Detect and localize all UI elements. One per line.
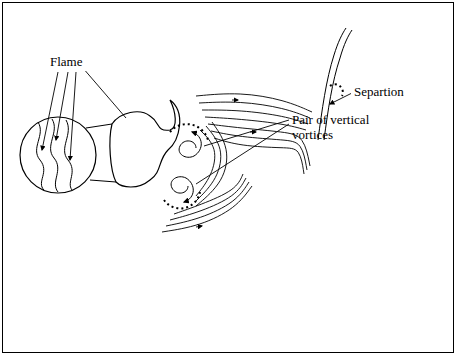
leader-line [204, 120, 289, 146]
leader-line [86, 71, 127, 118]
streamline [196, 130, 215, 196]
flame-shape [110, 100, 180, 187]
label-text: Separtion [354, 84, 404, 99]
inset-connector [86, 124, 116, 182]
flame-front-lines [37, 119, 73, 192]
leader-line [70, 72, 76, 160]
streamlines [162, 94, 312, 232]
streamline [196, 94, 312, 112]
leader-line [196, 124, 289, 184]
streamline [174, 174, 243, 214]
label-text: Flame [50, 54, 83, 69]
label-text: Pair of vertical vortices [292, 112, 402, 142]
leader-line [42, 72, 58, 150]
vortex-pair [164, 84, 343, 208]
streamline [205, 117, 306, 130]
frame-border [3, 3, 454, 353]
flow-arrow [196, 226, 202, 227]
leader-line [56, 72, 68, 140]
streamline [170, 178, 246, 220]
streamline [162, 186, 252, 232]
leader-line [330, 94, 351, 105]
flow-arrow [232, 100, 238, 101]
